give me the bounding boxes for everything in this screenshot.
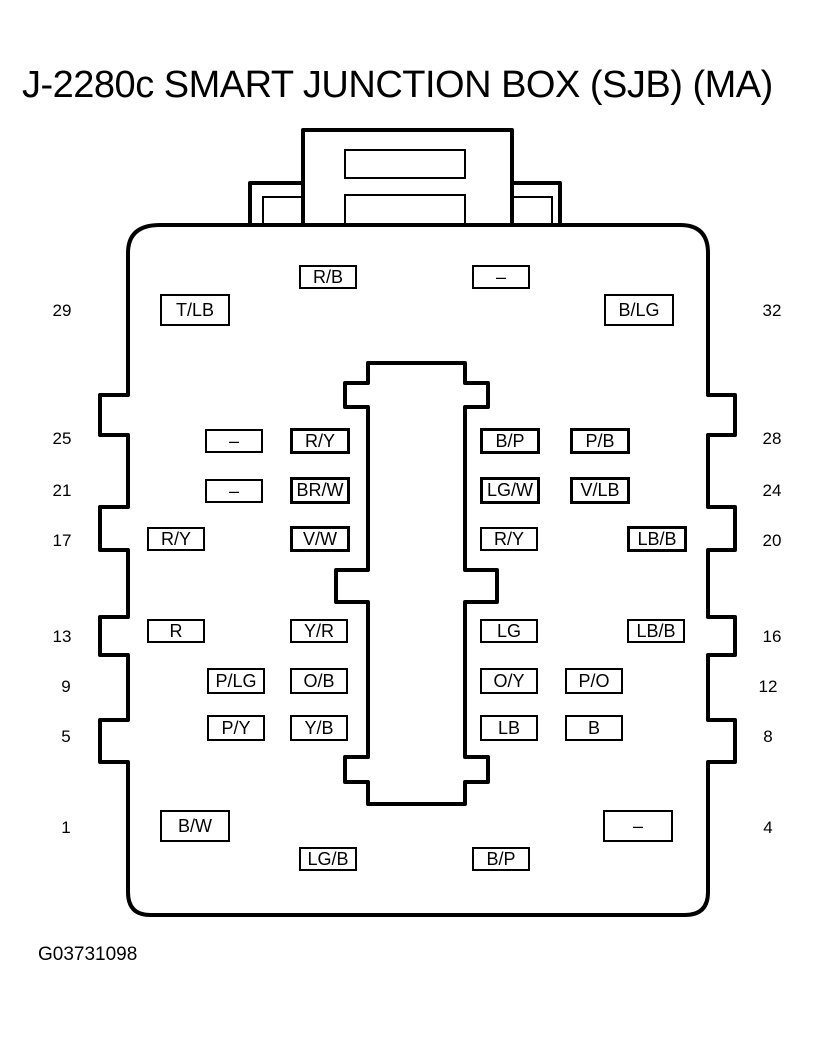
wire-label-pin-5: P/Y (207, 715, 265, 741)
pin-number-5: 5 (61, 727, 71, 746)
wire-label-pin-28: P/B (570, 428, 630, 454)
wire-label-pin-29: T/LB (160, 294, 230, 326)
wire-label-bottom-1: LG/B (299, 847, 357, 871)
wire-label-pin-9: P/LG (207, 668, 265, 694)
pin-number-8: 8 (763, 727, 773, 746)
wire-label-pin-24: V/LB (570, 477, 630, 504)
wire-label-top-1: R/B (299, 265, 357, 289)
pin-number-25: 25 (52, 429, 72, 448)
wire-label-pin-27: B/P (480, 428, 540, 454)
wire-label-pin-25: – (205, 429, 263, 453)
wire-label-pin-6: Y/B (290, 715, 348, 741)
pin-number-16: 16 (762, 627, 782, 646)
wire-label-top-2: – (472, 265, 530, 289)
wire-label-pin-15: LG (480, 619, 538, 643)
pin-number-20: 20 (762, 531, 782, 550)
wire-label-bottom-2: B/P (472, 847, 530, 871)
diagram-title: J-2280c SMART JUNCTION BOX (SJB) (MA) (22, 64, 773, 106)
pin-number-24: 24 (762, 481, 782, 500)
pin-number-17: 17 (52, 531, 72, 550)
wire-label-pin-19: R/Y (480, 527, 538, 551)
wire-label-pin-32: B/LG (604, 294, 674, 326)
wire-label-pin-23: LG/W (480, 477, 540, 504)
wire-label-pin-22: BR/W (290, 477, 350, 504)
wire-label-pin-14: Y/R (290, 619, 348, 643)
pin-number-13: 13 (52, 627, 72, 646)
wire-label-pin-13: R (147, 619, 205, 643)
wire-label-pin-8: B (565, 715, 623, 741)
wire-label-pin-16: LB/B (627, 619, 685, 643)
pin-number-28: 28 (762, 429, 782, 448)
pin-number-9: 9 (61, 677, 71, 696)
figure-id: G03731098 (38, 944, 138, 965)
pin-number-32: 32 (762, 301, 782, 320)
wire-label-pin-17: R/Y (147, 527, 205, 551)
pin-number-29: 29 (52, 301, 72, 320)
wire-label-pin-20: LB/B (627, 526, 687, 552)
pin-number-12: 12 (758, 677, 778, 696)
wire-label-pin-10: O/B (290, 668, 348, 694)
wire-label-pin-18: V/W (290, 526, 350, 552)
wire-label-pin-12: P/O (565, 668, 623, 694)
wire-label-pin-26: R/Y (290, 428, 350, 454)
wire-label-pin-4: – (603, 810, 673, 842)
wire-label-pin-21: – (205, 479, 263, 503)
pin-number-21: 21 (52, 481, 72, 500)
wire-label-pin-7: LB (480, 715, 538, 741)
wire-label-pin-1: B/W (160, 810, 230, 842)
pin-number-4: 4 (763, 818, 773, 837)
pin-number-1: 1 (61, 818, 71, 837)
wire-label-pin-11: O/Y (480, 668, 538, 694)
